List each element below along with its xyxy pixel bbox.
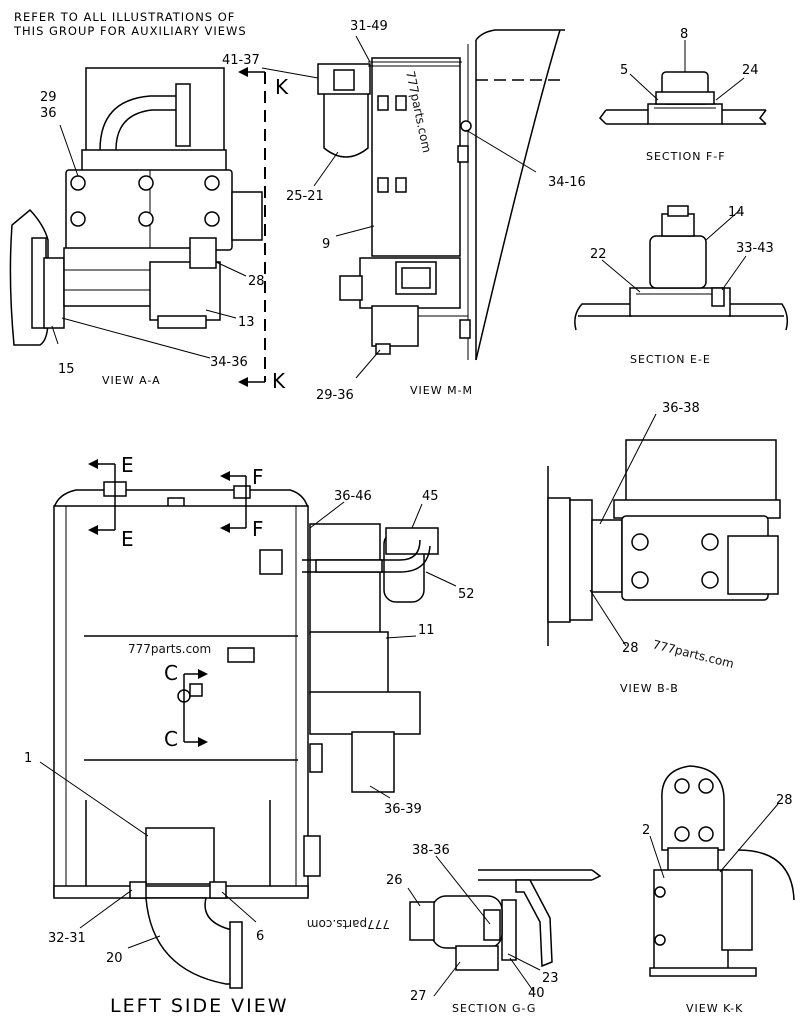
callout-52: 52 bbox=[458, 587, 475, 602]
section-gg-leaders bbox=[407, 855, 541, 997]
section-ff-leaders bbox=[629, 73, 745, 101]
view-kk-drawing bbox=[649, 765, 795, 977]
callout-23: 23 bbox=[542, 971, 559, 986]
callout-28-kk: 28 bbox=[776, 793, 793, 808]
view-mm-leaders bbox=[261, 35, 537, 379]
callout-32-31: 32-31 bbox=[48, 931, 86, 946]
section-mark-f-bottom: F bbox=[252, 517, 264, 541]
section-gg-drawing bbox=[409, 869, 602, 971]
callout-25-21: 25-21 bbox=[286, 189, 324, 204]
callout-29-36-mm: 29-36 bbox=[316, 388, 354, 403]
callout-31-49: 31-49 bbox=[350, 19, 388, 34]
callout-11: 11 bbox=[418, 623, 435, 638]
callout-8: 8 bbox=[680, 27, 688, 42]
callout-28-aa: 28 bbox=[248, 274, 265, 289]
callout-6: 6 bbox=[256, 929, 264, 944]
callout-20: 20 bbox=[106, 951, 123, 966]
callout-33-43: 33-43 bbox=[736, 241, 774, 256]
callout-15: 15 bbox=[58, 362, 75, 377]
view-bb-drawing bbox=[547, 439, 781, 646]
callout-28-bb: 28 bbox=[622, 641, 639, 656]
section-mark-e-top: E bbox=[121, 453, 134, 477]
caption-view-mm: VIEW M-M bbox=[410, 384, 473, 397]
callout-34-16: 34-16 bbox=[548, 175, 586, 190]
section-ff-drawing bbox=[599, 40, 767, 125]
callout-36-38: 36-38 bbox=[662, 401, 700, 416]
callout-2: 2 bbox=[642, 823, 650, 838]
view-aa-leaders bbox=[51, 124, 247, 359]
callout-41-37: 41-37 bbox=[222, 53, 260, 68]
callout-27: 27 bbox=[410, 989, 427, 1004]
view-mm-drawing bbox=[317, 29, 565, 361]
section-ee-leaders bbox=[601, 209, 747, 293]
callout-24: 24 bbox=[742, 63, 759, 78]
caption-view-bb: VIEW B-B bbox=[620, 682, 679, 695]
section-mark-k-top: K bbox=[275, 75, 289, 99]
section-marks-left-side bbox=[88, 459, 247, 747]
caption-view-kk: VIEW K-K bbox=[686, 1002, 743, 1015]
section-mark-f-top: F bbox=[252, 465, 264, 489]
note-line-2: THIS GROUP FOR AUXILIARY VIEWS bbox=[13, 24, 247, 38]
watermark-3: 777parts.com bbox=[128, 642, 211, 656]
section-line-k bbox=[238, 67, 266, 387]
callout-13: 13 bbox=[238, 315, 255, 330]
section-mark-c-top: C bbox=[164, 661, 178, 685]
caption-view-aa: VIEW A-A bbox=[102, 374, 161, 387]
section-ee-drawing bbox=[574, 205, 789, 331]
callout-34-36: 34-36 bbox=[210, 355, 248, 370]
caption-section-gg: SECTION G-G bbox=[452, 1002, 536, 1015]
view-kk-leaders bbox=[649, 803, 779, 879]
section-mark-e-bottom: E bbox=[121, 527, 134, 551]
left-side-drawing bbox=[53, 481, 439, 989]
view-aa-drawing bbox=[9, 67, 263, 346]
callout-40: 40 bbox=[528, 986, 545, 1001]
section-mark-k-bottom: K bbox=[272, 369, 286, 393]
callout-9: 9 bbox=[322, 237, 330, 252]
callout-29-36-top: 29 bbox=[40, 90, 57, 105]
callout-36-46: 36-46 bbox=[334, 489, 372, 504]
left-side-leaders bbox=[39, 501, 457, 949]
callout-22: 22 bbox=[590, 247, 607, 262]
callout-5: 5 bbox=[620, 63, 628, 78]
callout-14: 14 bbox=[728, 205, 745, 220]
caption-left-side-view: LEFT SIDE VIEW bbox=[110, 995, 289, 1017]
watermark-2: 777parts.com bbox=[651, 637, 735, 671]
watermark-4: 777parts.com bbox=[307, 917, 390, 931]
caption-section-ff: SECTION F-F bbox=[646, 150, 726, 163]
callout-38-36: 38-36 bbox=[412, 843, 450, 858]
caption-section-ee: SECTION E-E bbox=[630, 353, 711, 366]
callout-26: 26 bbox=[386, 873, 403, 888]
section-mark-c-bottom: C bbox=[164, 727, 178, 751]
note-line-1: REFER TO ALL ILLUSTRATIONS OF bbox=[14, 10, 235, 24]
callout-1: 1 bbox=[24, 751, 32, 766]
callout-36-39: 36-39 bbox=[384, 802, 422, 817]
callout-29-36-bot: 36 bbox=[40, 106, 57, 121]
view-bb-leaders bbox=[589, 413, 657, 647]
callout-45: 45 bbox=[422, 489, 439, 504]
